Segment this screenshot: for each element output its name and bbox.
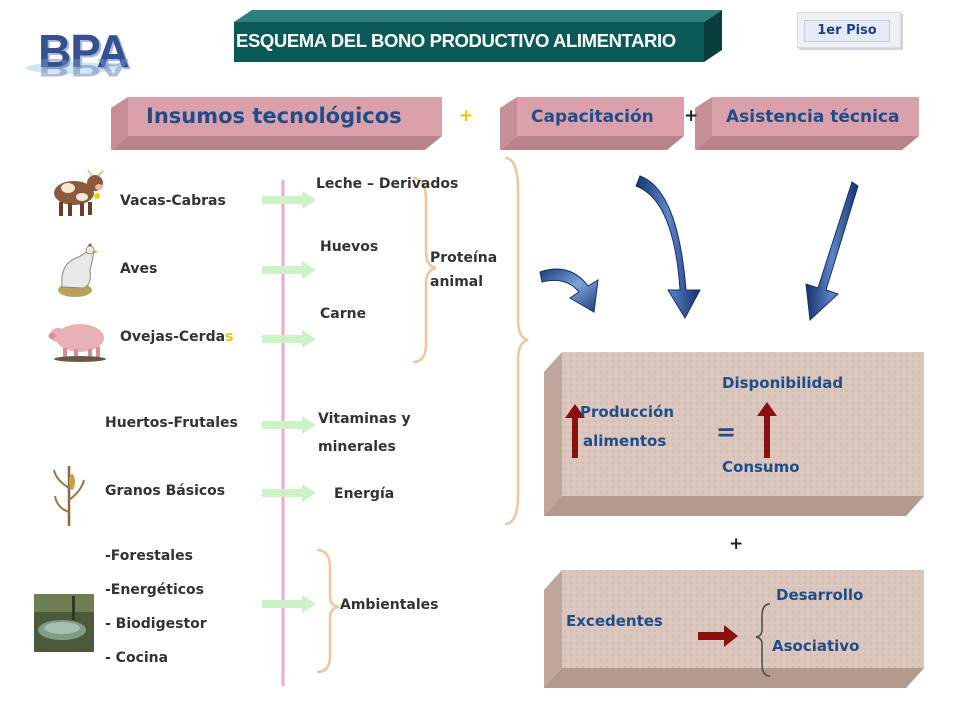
panel-bottom xyxy=(544,570,924,688)
source-energeticos: -Energéticos xyxy=(105,582,204,598)
capacitacion-bar xyxy=(500,97,684,150)
group-proteina-line2: animal xyxy=(430,274,484,290)
green-arrow-energia xyxy=(262,484,316,502)
insumos-bar xyxy=(111,97,442,150)
plus-sign-3: + xyxy=(729,534,744,554)
up-arrow-produccion xyxy=(565,404,585,458)
plus-sign-1: + xyxy=(459,106,474,126)
product-carne: Carne xyxy=(320,306,367,322)
source-ovejas: Ovejas-Cerdas xyxy=(120,329,233,345)
insumos-label: Insumos tecnológicos xyxy=(146,104,402,128)
green-arrow-leche xyxy=(262,191,316,209)
label-excedentes: Excedentes xyxy=(566,612,663,630)
source-vacas: Vacas-Cabras xyxy=(120,193,226,209)
brace-main xyxy=(504,156,529,526)
label-disponibilidad: Disponibilidad xyxy=(722,374,844,392)
product-ambientales: Ambientales xyxy=(340,597,439,613)
equals-sign: = xyxy=(716,418,737,446)
label-asociativo: Asociativo xyxy=(772,637,860,655)
label-produccion: Producción xyxy=(580,403,675,421)
bpa-logo-mirror: BPA xyxy=(38,53,129,83)
right-arrow-excedentes xyxy=(698,625,738,647)
source-cocina: - Cocina xyxy=(105,650,169,666)
product-leche: Leche – Derivados xyxy=(316,176,459,192)
product-vitaminas-line1: Vitaminas y xyxy=(318,411,411,427)
label-alimentos: alimentos xyxy=(583,432,667,450)
panel-top xyxy=(544,352,924,516)
floor-badge: 1er Piso xyxy=(797,12,901,48)
product-huevos: Huevos xyxy=(320,239,379,255)
hen-icon xyxy=(58,243,98,297)
corn-plant-icon xyxy=(53,466,85,526)
pig-icon xyxy=(48,324,106,362)
green-arrows xyxy=(262,191,316,613)
asistencia-bar xyxy=(695,97,919,150)
bpa-logo: BPA xyxy=(38,25,130,77)
brace-ambientales xyxy=(316,548,340,674)
curved-arrow-icon xyxy=(805,181,859,322)
green-arrow-huevos xyxy=(262,261,316,279)
source-ovejas-main: Ovejas-Cerda xyxy=(120,329,226,345)
source-aves: Aves xyxy=(120,261,158,277)
biodigestor-photo xyxy=(34,594,94,652)
source-forestales: -Forestales xyxy=(105,548,193,564)
green-arrow-vitaminas xyxy=(262,416,316,434)
capacitacion-label: Capacitación xyxy=(531,107,654,127)
label-consumo: Consumo xyxy=(722,458,800,476)
group-proteina-line1: Proteína xyxy=(430,250,498,266)
source-huertos: Huertos-Frutales xyxy=(105,415,238,431)
source-biodigestor: - Biodigestor xyxy=(105,616,207,632)
up-arrow-consumo xyxy=(757,402,777,458)
product-vitaminas-line2: minerales xyxy=(318,439,396,455)
brace-proteina xyxy=(412,176,437,364)
braces xyxy=(316,156,529,674)
asistencia-label: Asistencia técnica xyxy=(726,107,900,127)
brace-desarrollo xyxy=(755,603,771,677)
curved-arrow-icon xyxy=(635,175,701,320)
source-ovejas-tail: s xyxy=(225,329,234,345)
label-desarrollo: Desarrollo xyxy=(776,586,864,604)
product-energia: Energía xyxy=(334,486,395,502)
source-granos: Granos Básicos xyxy=(105,483,226,499)
page-title: ESQUEMA DEL BONO PRODUCTIVO ALIMENTARIO xyxy=(236,30,676,51)
cow-icon xyxy=(54,169,104,216)
bpa-logo-reflection xyxy=(26,62,118,74)
floor-badge-label: 1er Piso xyxy=(804,20,890,42)
title-banner xyxy=(234,10,722,62)
green-arrow-ambientales xyxy=(262,595,316,613)
plus-sign-2: + xyxy=(684,106,699,126)
curved-arrow-icon xyxy=(539,268,599,313)
up-arrows xyxy=(565,402,777,458)
green-arrow-carne xyxy=(262,330,316,348)
